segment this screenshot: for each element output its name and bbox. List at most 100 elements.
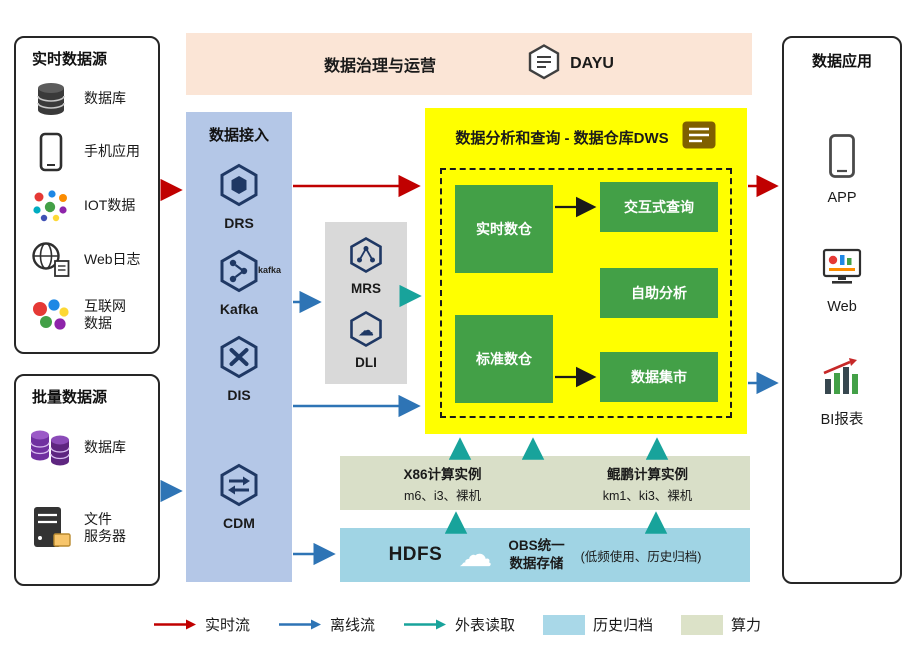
blue-arrow-icon [278,619,321,630]
cloud-icon: ☁ [458,536,493,574]
kafka-icon [217,249,261,298]
compute-title: X86计算实例 [403,466,482,482]
processing-item-label: MRS [351,281,381,296]
warehouse-label: 实时数仓 [476,221,532,237]
dws-title: 数据分析和查询 - 数据仓库DWS [455,130,669,147]
applications-title: 数据应用 [811,53,872,70]
batch-sources-title: 批量数据源 [32,389,108,406]
legend-item-external-read: 外表读取 [403,614,515,635]
governance-title: 数据治理与运营 [324,58,437,75]
database-purple-icon [26,426,76,470]
realtime-sources-panel: 实时数据源 数据库 [14,36,160,354]
dli-icon: ☁ [347,310,385,353]
ingestion-title: 数据接入 [208,127,269,144]
ingestion-item-label: CDM [223,515,255,531]
compute-kunpeng: 鲲鹏计算实例 km1、ki3、裸机 [545,456,750,510]
warehouse-standard-box: 标准数仓 [455,315,553,403]
compute-spec: m6、i3、裸机 [403,488,482,503]
source-item-database: 数据库 [16,73,158,125]
dws-title-row: 数据分析和查询 - 数据仓库DWS [425,108,747,155]
obs-title: OBS统一 数据存储 [508,538,565,571]
processing-item-label: DLI [355,355,377,370]
legend-item-realtime-flow: 实时流 [153,614,250,635]
legend: 实时流 离线流 外表读取 历史归档 算力 [0,614,914,635]
source-item-batch-database: 数据库 [16,411,158,485]
ingestion-panel: 数据接入 DRS kafka [186,112,292,582]
app-item-web: Web [820,248,864,315]
source-item-label: IOT数据 [84,197,136,214]
processing-item-dli: ☁ DLI [347,310,385,370]
source-item-iot: IOT数据 [16,179,158,233]
source-item-label: 手机应用 [84,143,140,160]
source-item-label: 互联网数据 [84,297,126,332]
legend-item-offline-flow: 离线流 [278,614,375,635]
batch-sources-list: 数据库 文件服务器 [16,411,158,571]
legend-item-history-archive: 历史归档 [543,614,653,635]
governance-bar: 数据治理与运营 DAYU [186,33,752,95]
source-item-mobile-app: 手机应用 [16,125,158,179]
legend-label: 历史归档 [593,617,654,634]
compute-strip: X86计算实例 m6、i3、裸机 鲲鹏计算实例 km1、ki3、裸机 [340,456,750,510]
ingestion-item-dis: DIS [217,335,261,403]
legend-item-compute-power: 算力 [681,614,761,635]
legend-label: 实时流 [204,617,250,634]
legend-label: 算力 [731,617,762,634]
ingestion-item-label: DRS [224,215,254,231]
service-self-analysis-box: 自助分析 [600,268,718,318]
teal-arrow-icon [403,619,446,630]
file-server-icon [26,505,76,551]
phone-icon [26,132,76,172]
dws-inner-dashed-box [440,168,732,418]
service-data-mart-box: 数据集市 [600,352,718,402]
processing-panel: MRS ☁ DLI [325,222,407,384]
app-item-bi: BI报表 [820,357,864,429]
database-icon [26,80,76,118]
realtime-sources-title: 实时数据源 [32,51,108,68]
dis-icon [217,335,261,384]
obs-note: (低频使用、历史归档) [580,549,702,564]
compute-title: 鲲鹏计算实例 [607,466,688,482]
storage-strip: HDFS ☁ OBS统一 数据存储 (低频使用、历史归档) [340,528,750,582]
app-item-label: APP [827,190,857,206]
compute-swatch [681,614,724,635]
app-item-label: BI报表 [820,412,864,428]
ingestion-item-label: Kafka [219,301,259,317]
archive-swatch [543,614,585,635]
cdm-icon [217,463,261,512]
dayu-brand: DAYU [526,43,614,86]
dws-document-icon [681,120,717,155]
applications-panel: 数据应用 APP [782,36,902,584]
app-item-app: APP [827,133,857,206]
app-phone-icon [828,133,856,184]
service-label: 自助分析 [631,285,687,301]
source-item-label: 数据库 [84,439,126,456]
source-item-weblog: Web日志 [16,233,158,287]
service-label: 数据集市 [631,369,687,385]
warehouse-label: 标准数仓 [476,351,532,367]
source-item-label: 文件服务器 [84,510,126,545]
service-label: 交互式查询 [624,199,694,215]
compute-x86: X86计算实例 m6、i3、裸机 [340,456,545,510]
web-monitor-icon [820,248,864,293]
compute-spec: km1、ki3、裸机 [602,488,693,503]
processing-item-mrs: MRS [347,236,385,296]
drs-icon [217,163,261,212]
service-interactive-query-box: 交互式查询 [600,182,718,232]
legend-label: 离线流 [329,617,375,634]
ingestion-item-label: DIS [227,387,251,403]
red-arrow-icon [153,619,196,630]
dayu-icon [526,43,562,86]
dws-panel: 数据分析和查询 - 数据仓库DWS 实时数仓 标准数仓 交互式查询 自助分析 [425,108,747,434]
applications-list: APP Web [784,71,900,429]
source-item-file-server: 文件服务器 [16,485,158,571]
hdfs-label: HDFS [388,544,443,565]
app-item-label: Web [827,299,857,315]
ingestion-item-kafka: kafka Kafka [217,249,281,317]
mrs-icon [347,236,385,279]
realtime-sources-list: 数据库 手机应用 [16,73,158,343]
warehouse-realtime-box: 实时数仓 [455,185,553,273]
bi-chart-icon [820,357,864,402]
iot-icon [26,188,76,224]
ingestion-item-drs: DRS [217,163,261,231]
